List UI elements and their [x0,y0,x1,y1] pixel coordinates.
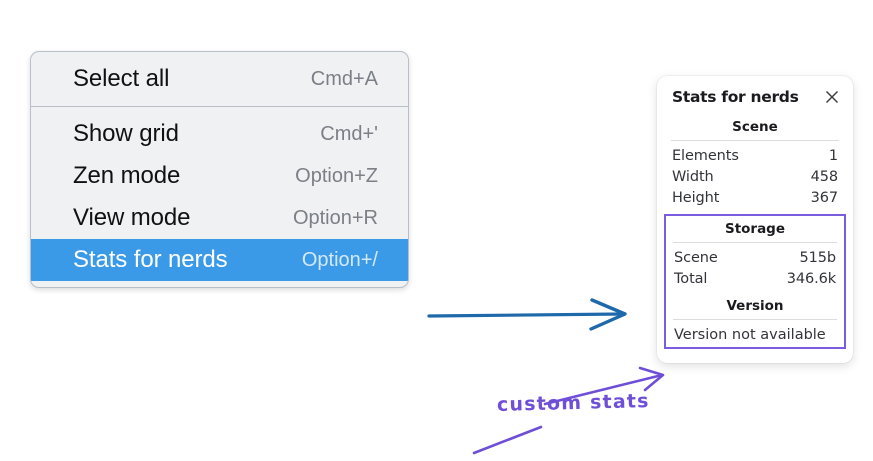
stat-key: Height [672,189,720,206]
stat-value: 1 [828,147,838,164]
stat-row-storage-total: Total 346.6k [670,268,840,289]
divider [671,140,839,141]
stat-value: 367 [810,189,838,206]
menu-item-label: Stats for nerds [73,246,228,273]
divider [673,319,837,320]
menu-item-shortcut: Cmd+' [320,122,378,145]
stat-row-width: Width 458 [668,166,842,187]
section-title-storage: Storage [724,221,786,237]
stat-row-height: Height 367 [668,187,842,208]
menu-group-1: Select all Cmd+A [31,52,408,106]
stat-key: Total [674,270,708,287]
menu-item-label: Select all [73,65,170,92]
menu-group-2: Show grid Cmd+' Zen mode Option+Z View m… [31,107,408,287]
menu-item-shortcut: Option+R [292,206,378,229]
menu-item-shortcut: Option+/ [301,248,378,271]
blue-arrow [427,298,627,331]
stat-key: Width [672,168,714,185]
stat-key: Scene [674,249,718,266]
menu-item-label: Zen mode [73,162,181,189]
menu-item-label: Show grid [73,120,179,147]
menu-item-select-all[interactable]: Select all Cmd+A [31,58,408,100]
menu-item-shortcut: Cmd+A [310,67,378,90]
panel-header: Stats for nerds [668,88,842,106]
menu-item-label: View mode [73,204,191,231]
stat-value: 346.6k [786,270,836,287]
purple-underline-stroke [472,425,543,455]
menu-item-zen-mode[interactable]: Zen mode Option+Z [31,155,408,197]
section-title-scene: Scene [732,119,778,135]
menu-item-view-mode[interactable]: View mode Option+R [31,197,408,239]
menu-item-show-grid[interactable]: Show grid Cmd+' [31,113,408,155]
close-icon[interactable] [824,89,840,105]
custom-stats-highlight-box: Storage Scene 515b Total 346.6k Version … [664,214,846,349]
menu-separator [31,106,408,107]
stat-value: 515b [799,249,837,266]
divider [673,242,837,243]
custom-stats-annotation-label: custom stats [496,390,650,416]
stats-for-nerds-panel[interactable]: Stats for nerds Scene Elements 1 Width 4… [657,76,853,363]
menu-item-shortcut: Option+Z [295,164,378,187]
stat-row-storage-scene: Scene 515b [670,247,840,268]
version-text: Version not available [674,327,826,343]
section-title-version: Version [726,298,784,314]
stat-value: 458 [810,168,838,185]
stat-row-elements: Elements 1 [668,145,842,166]
context-menu[interactable]: Select all Cmd+A Show grid Cmd+' Zen mod… [30,51,409,288]
menu-item-stats-for-nerds[interactable]: Stats for nerds Option+/ [31,239,408,281]
stat-key: Elements [672,147,739,164]
panel-title: Stats for nerds [672,88,799,106]
